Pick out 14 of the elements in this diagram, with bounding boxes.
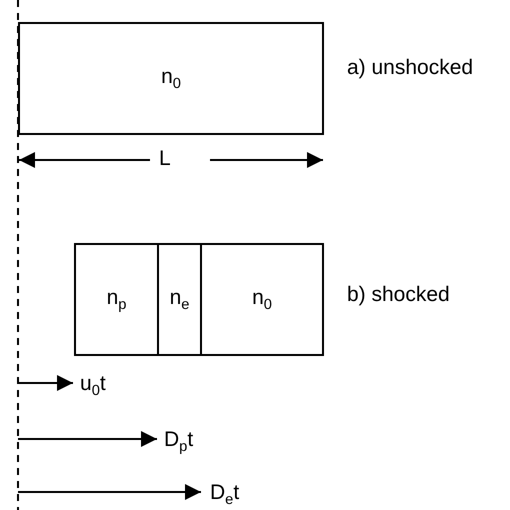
dimension-label: L	[159, 147, 171, 170]
distance-label: D$_{p}$t	[164, 428, 194, 456]
region-cell	[74, 243, 159, 356]
region-box	[18, 22, 324, 135]
region-cell	[157, 243, 202, 356]
density-symbol: n$_{0}$	[161, 64, 181, 92]
region-cell	[200, 243, 324, 356]
density-symbol: n$_{0}$	[252, 286, 272, 314]
density-symbol: n$_{e}$	[170, 286, 190, 314]
panel-label: a) unshocked	[347, 56, 474, 80]
distance-label: D$_{e}$t	[210, 481, 240, 508]
density-symbol: n$_{p}$	[106, 286, 126, 314]
distance-label: u$_{0}$t	[80, 372, 106, 400]
panel-label: b) shocked	[347, 283, 450, 306]
